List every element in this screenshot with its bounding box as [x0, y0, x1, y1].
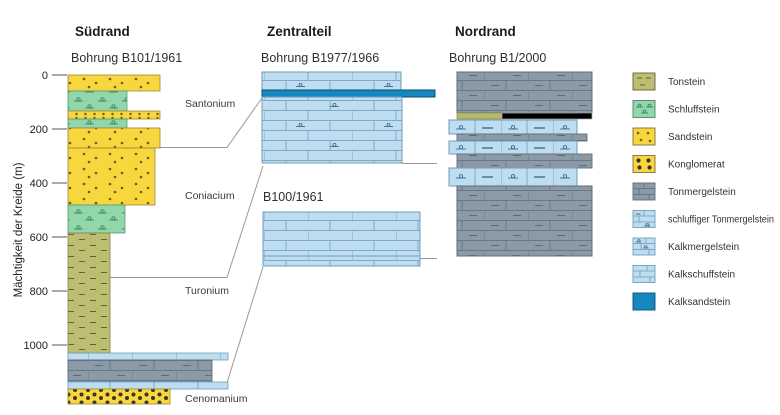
layer-tonmergelstein: [67, 359, 213, 383]
layer-schluffstein-2: [67, 118, 128, 129]
legend: Tonstein Schluffstein Sandstein: [632, 72, 774, 311]
legend-swatch-konglomerat: [632, 155, 656, 173]
layer-kalkmergelstein-1: [261, 71, 402, 91]
layer-tonstein-thin: [456, 112, 503, 120]
tick-1000: 1000: [24, 340, 48, 352]
tick-0: 0: [42, 70, 48, 82]
layer-schluffiger-tonmergelstein-1: [448, 119, 578, 135]
depth-axis: Mächtigkeit der Kreide (m) 0 200 400 600…: [13, 70, 67, 352]
correlation-line-turonium: [110, 165, 264, 278]
section-title-suedrand: Südrand: [75, 24, 130, 39]
legend-label-konglomerat: Konglomerat: [668, 160, 725, 171]
layer-tonstein: [67, 232, 111, 354]
layer-sandstein-1: [67, 74, 161, 92]
legend-swatch-sandstein: [632, 127, 656, 146]
legend-label-schluffiger-tonmergelstein: schluffiger Tonmergelstein: [668, 215, 774, 226]
layer-kalkmergelstein-2: [261, 96, 403, 164]
layer-kalkschuffstein-main: [262, 211, 421, 257]
legend-swatch-schluffiger-tonmergelstein: [632, 210, 656, 228]
layer-kalkschuffstein-2: [67, 381, 229, 390]
stage-label-coniacium: Coniacium: [185, 190, 235, 202]
stage-label-cenomanium: Cenomanium: [185, 393, 248, 405]
layer-sandstein-4: [67, 147, 156, 206]
tick-800: 800: [30, 286, 48, 298]
column-b1977-1966: [261, 71, 436, 164]
layer-konglomerat: [67, 388, 171, 405]
borehole-label-b1977: Bohrung B1977/1966: [261, 51, 379, 65]
borehole-label-b100: B100/1961: [263, 190, 324, 204]
layer-schluffstein-3: [67, 204, 126, 234]
legend-label-schluffstein: Schluffstein: [668, 105, 720, 116]
correlation-line-cenomanium: [225, 266, 264, 387]
layer-tonmergelstein-1: [456, 71, 593, 114]
layer-schluffstein-1: [67, 90, 128, 112]
legend-label-tonstein: Tonstein: [668, 77, 705, 88]
column-b1-2000: [448, 71, 593, 257]
legend-swatch-tonmergelstein: [632, 182, 656, 201]
stage-label-santonium: Santonium: [185, 98, 235, 110]
layer-thin-light-band: [501, 112, 593, 120]
legend-swatch-tonstein: [632, 72, 656, 91]
layer-kalkschuffstein-1: [67, 352, 229, 361]
legend-label-kalkschuffstein: Kalkschuffstein: [668, 270, 735, 281]
section-title-zentralteil: Zentralteil: [267, 24, 332, 39]
layer-kalksandstein: [261, 89, 436, 98]
column-b100-1961: [262, 211, 421, 267]
column-b101-1961: [67, 74, 229, 405]
axis-title: Mächtigkeit der Kreide (m): [13, 162, 25, 297]
legend-label-tonmergelstein: Tonmergelstein: [668, 187, 736, 198]
legend-swatch-kalksandstein: [632, 292, 656, 311]
layer-schluffiger-tonmergelstein-3: [448, 167, 578, 187]
legend-label-kalksandstein: Kalksandstein: [668, 297, 730, 308]
legend-swatch-kalkschuffstein: [632, 265, 656, 283]
borehole-label-b101: Bohrung B101/1961: [71, 51, 182, 65]
legend-label-sandstein: Sandstein: [668, 132, 712, 143]
layer-sandstein-2: [67, 110, 161, 120]
tick-200: 200: [30, 124, 48, 136]
legend-label-kalkmergelstein: Kalkmergelstein: [668, 242, 739, 253]
borehole-label-b1: Bohrung B1/2000: [449, 51, 546, 65]
tick-400: 400: [30, 178, 48, 190]
layer-sandstein-3: [67, 127, 161, 149]
layer-tonmergelstein-4: [456, 185, 593, 257]
layer-tonmergelstein-2: [456, 133, 588, 142]
stage-label-turonium: Turonium: [185, 285, 229, 297]
layer-tonmergelstein-3: [456, 153, 593, 169]
correlation-lines: [110, 97, 437, 387]
correlation-line-santonium: [160, 97, 263, 148]
axis-tick-marks: [52, 74, 67, 346]
legend-swatch-kalkmergelstein: [632, 237, 656, 256]
tick-600: 600: [30, 232, 48, 244]
legend-swatch-schluffstein: [632, 100, 656, 118]
layer-kalkschuffstein-base: [262, 255, 421, 267]
layer-schluffiger-tonmergelstein-2: [448, 140, 578, 155]
section-title-nordrand: Nordrand: [455, 24, 516, 39]
